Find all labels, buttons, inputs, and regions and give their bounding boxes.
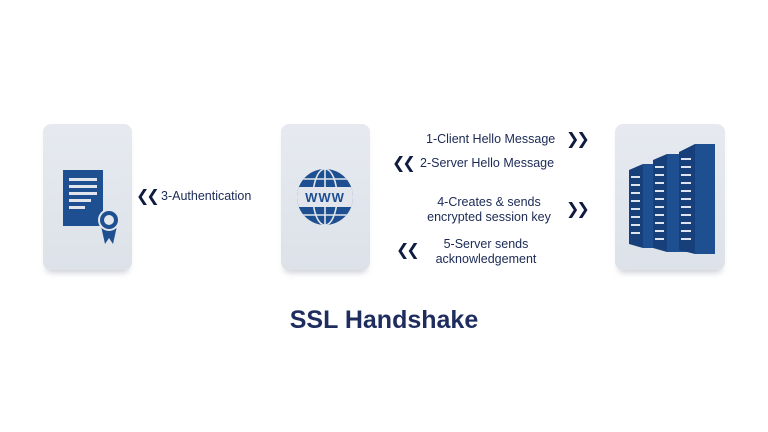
step-5-label-line1: 5-Server sends bbox=[443, 237, 529, 251]
step-1-arrow-right-icon: ❯❯ bbox=[566, 131, 590, 148]
certificate-icon bbox=[63, 170, 120, 244]
step-4-arrow-right-icon: ❯❯ bbox=[566, 201, 590, 218]
www-globe-icon: WWW bbox=[297, 169, 353, 225]
step-3-arrow-left-icon: ❮❮ bbox=[136, 188, 160, 205]
step-2-label: 2-Server Hello Message bbox=[420, 156, 555, 170]
step-4-label: 4-Creates & sends encrypted session key bbox=[414, 195, 564, 225]
globe-text: WWW bbox=[305, 190, 345, 205]
diagram-title: SSL Handshake bbox=[289, 306, 479, 334]
step-4-label-line1: 4-Creates & sends bbox=[437, 195, 541, 209]
certificate-card bbox=[43, 124, 132, 270]
step-2-arrow-left-icon: ❮❮ bbox=[392, 155, 416, 172]
step-4-label-line2: encrypted session key bbox=[427, 210, 551, 224]
step-5-label-line2: acknowledgement bbox=[435, 252, 537, 266]
step-3-label: 3-Authentication bbox=[161, 189, 252, 203]
step-5-label: 5-Server sends acknowledgement bbox=[420, 237, 552, 267]
server-rack-icon bbox=[629, 144, 715, 254]
step-5-arrow-left-icon: ❮❮ bbox=[396, 242, 420, 259]
step-1-label: 1-Client Hello Message bbox=[426, 132, 556, 146]
server-card bbox=[615, 124, 725, 270]
browser-card: WWW bbox=[281, 124, 370, 270]
